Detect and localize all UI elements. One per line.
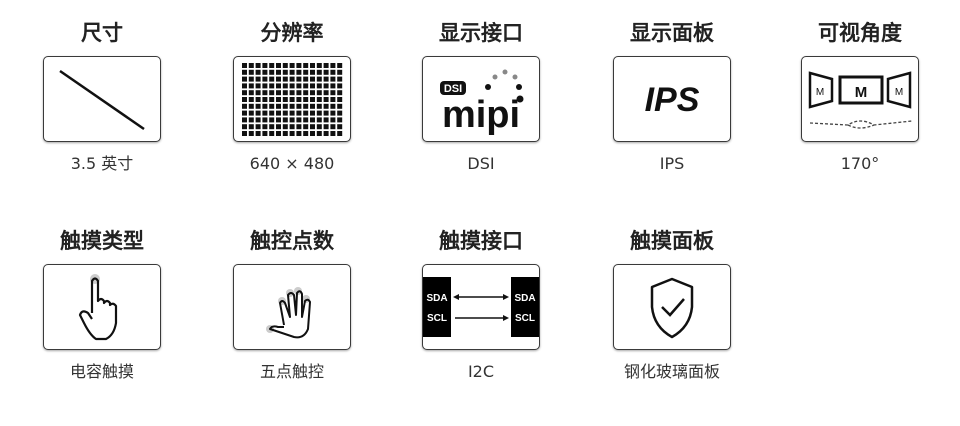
spec-title: 触摸面板 [630,229,714,253]
pixel-grid-icon [233,56,351,142]
spec-touch-panel: 触摸面板 钢化玻璃面板 [592,226,752,382]
dsi-text: DSI [444,83,462,95]
scl-label: SCL [515,313,535,324]
spec-touch-points: 触控点数 五点触控 [212,226,372,382]
spec-touch-type: 触摸类型 电容触摸 [22,226,182,382]
finger-touch-icon [43,264,161,350]
spec-display-panel: 显示面板 IPS IPS [592,18,752,174]
m-text: M [816,87,824,98]
spec-touch-interface: 触摸接口 SDA SCL SDA SCL I2C [401,226,561,382]
sda-label: SDA [426,293,447,304]
ips-text: IPS [645,81,700,119]
mipi-dsi-icon: DSI mipi [422,56,540,142]
spec-viewing-angle: 可视角度 M M M 170° [780,18,940,174]
spec-value: DSI [467,154,495,173]
spec-resolution: 分辨率 640 × 480 [212,18,372,174]
sda-label: SDA [514,293,535,304]
spec-title: 可视角度 [818,21,902,45]
spec-value: 170° [840,154,880,173]
spec-title: 分辨率 [260,21,324,45]
spec-value: 钢化玻璃面板 [623,362,720,381]
spec-value: 五点触控 [259,362,324,381]
spec-value: 3.5 英寸 [70,154,134,173]
spec-value: 640 × 480 [249,154,335,173]
spec-title: 触摸接口 [439,229,523,253]
spec-title: 触摸类型 [60,229,144,253]
scl-label: SCL [427,313,447,324]
diagonal-size-icon [43,56,161,142]
spec-display-interface: 显示接口 DSI mipi DSI [401,18,561,174]
m-text: M [895,87,903,98]
viewing-angle-icon: M M M [801,56,919,142]
ips-icon: IPS [613,56,731,142]
multi-touch-hand-icon [233,264,351,350]
shield-check-icon [613,264,731,350]
spec-value: 电容触摸 [69,362,134,381]
mipi-text: mipi [442,94,520,136]
spec-title: 尺寸 [81,21,123,45]
m-text: M [855,84,868,101]
spec-title: 显示面板 [630,21,714,45]
spec-value: I2C [467,362,495,381]
spec-title: 触控点数 [250,229,334,253]
spec-title: 显示接口 [439,21,523,45]
i2c-icon: SDA SCL SDA SCL [422,264,540,350]
spec-value: IPS [659,154,685,173]
spec-size: 尺寸 3.5 英寸 [22,18,182,174]
